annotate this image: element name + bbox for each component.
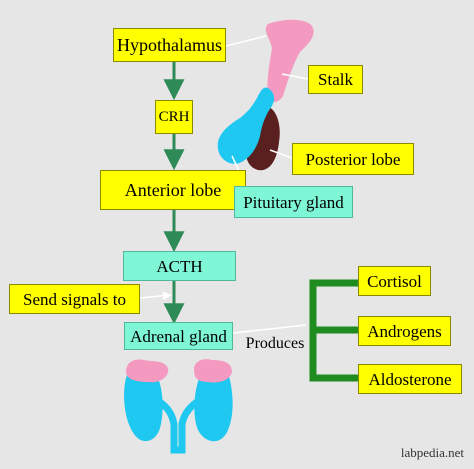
pituitary-anterior-shape — [217, 87, 275, 164]
label-posterior-lobe: Posterior lobe — [292, 143, 414, 175]
label-produces: Produces — [245, 335, 305, 352]
right-adrenal-shape — [194, 359, 232, 383]
pointer-hypothalamus — [225, 35, 267, 47]
label-crh: CRH — [155, 100, 193, 134]
label-pituitary-gland: Pituitary gland — [234, 186, 353, 218]
left-kidney-shape — [124, 366, 163, 442]
left-adrenal-shape — [126, 359, 169, 383]
label-cortisol: Cortisol — [358, 266, 431, 296]
label-anterior-lobe: Anterior lobe — [100, 170, 246, 210]
produces-bracket — [309, 279, 362, 382]
source-credit: labpedia.net — [400, 445, 464, 460]
label-adrenal-gland: Adrenal gland — [124, 322, 233, 350]
pointer-send-signals — [139, 291, 172, 301]
label-aldosterone: Aldosterone — [358, 364, 462, 394]
label-acth: ACTH — [123, 251, 236, 281]
pointer-adrenal-to-produces — [232, 324, 307, 334]
label-androgens: Androgens — [358, 316, 451, 346]
label-hypothalamus: Hypothalamus — [113, 28, 226, 62]
right-kidney-shape — [194, 367, 233, 442]
pointer-stalk — [281, 73, 309, 80]
label-stalk: Stalk — [308, 65, 363, 94]
hypothalamus-shape — [265, 19, 314, 102]
ureters-shape — [156, 396, 204, 454]
label-send-signals: Send signals to — [9, 284, 140, 314]
pointer-posterior — [269, 149, 293, 159]
